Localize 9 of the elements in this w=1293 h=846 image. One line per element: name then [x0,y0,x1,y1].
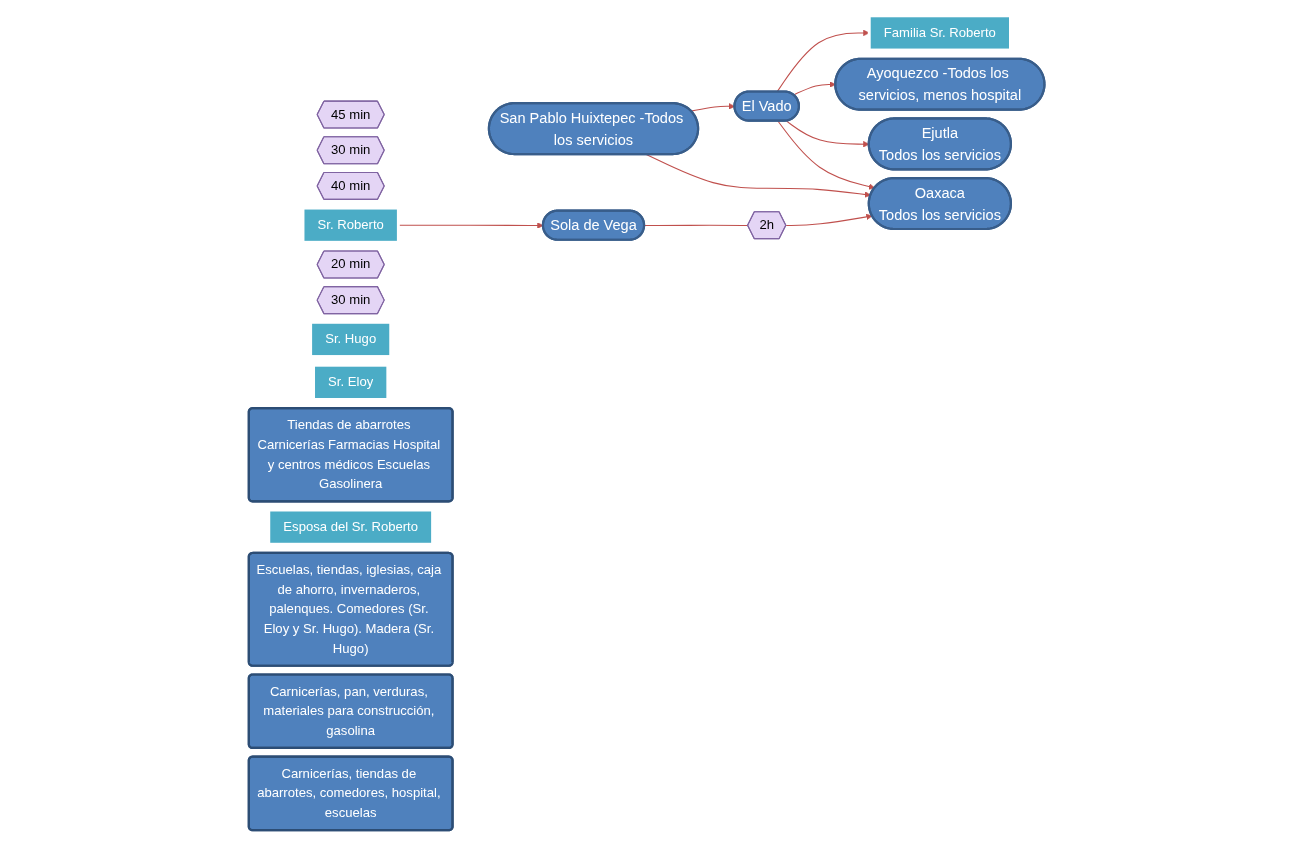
arrow [785,213,873,227]
arrow [690,103,735,112]
arrow [777,120,875,190]
node-box: Familia Sr. Roberto [867,14,1012,52]
node-box: Sr. Hugo [309,320,393,358]
arrow [792,81,836,96]
node-box: Esposa del Sr. Roberto [267,508,434,546]
node-box: Sr. Roberto [301,206,400,244]
node-box: Sr. Eloy [312,363,390,401]
